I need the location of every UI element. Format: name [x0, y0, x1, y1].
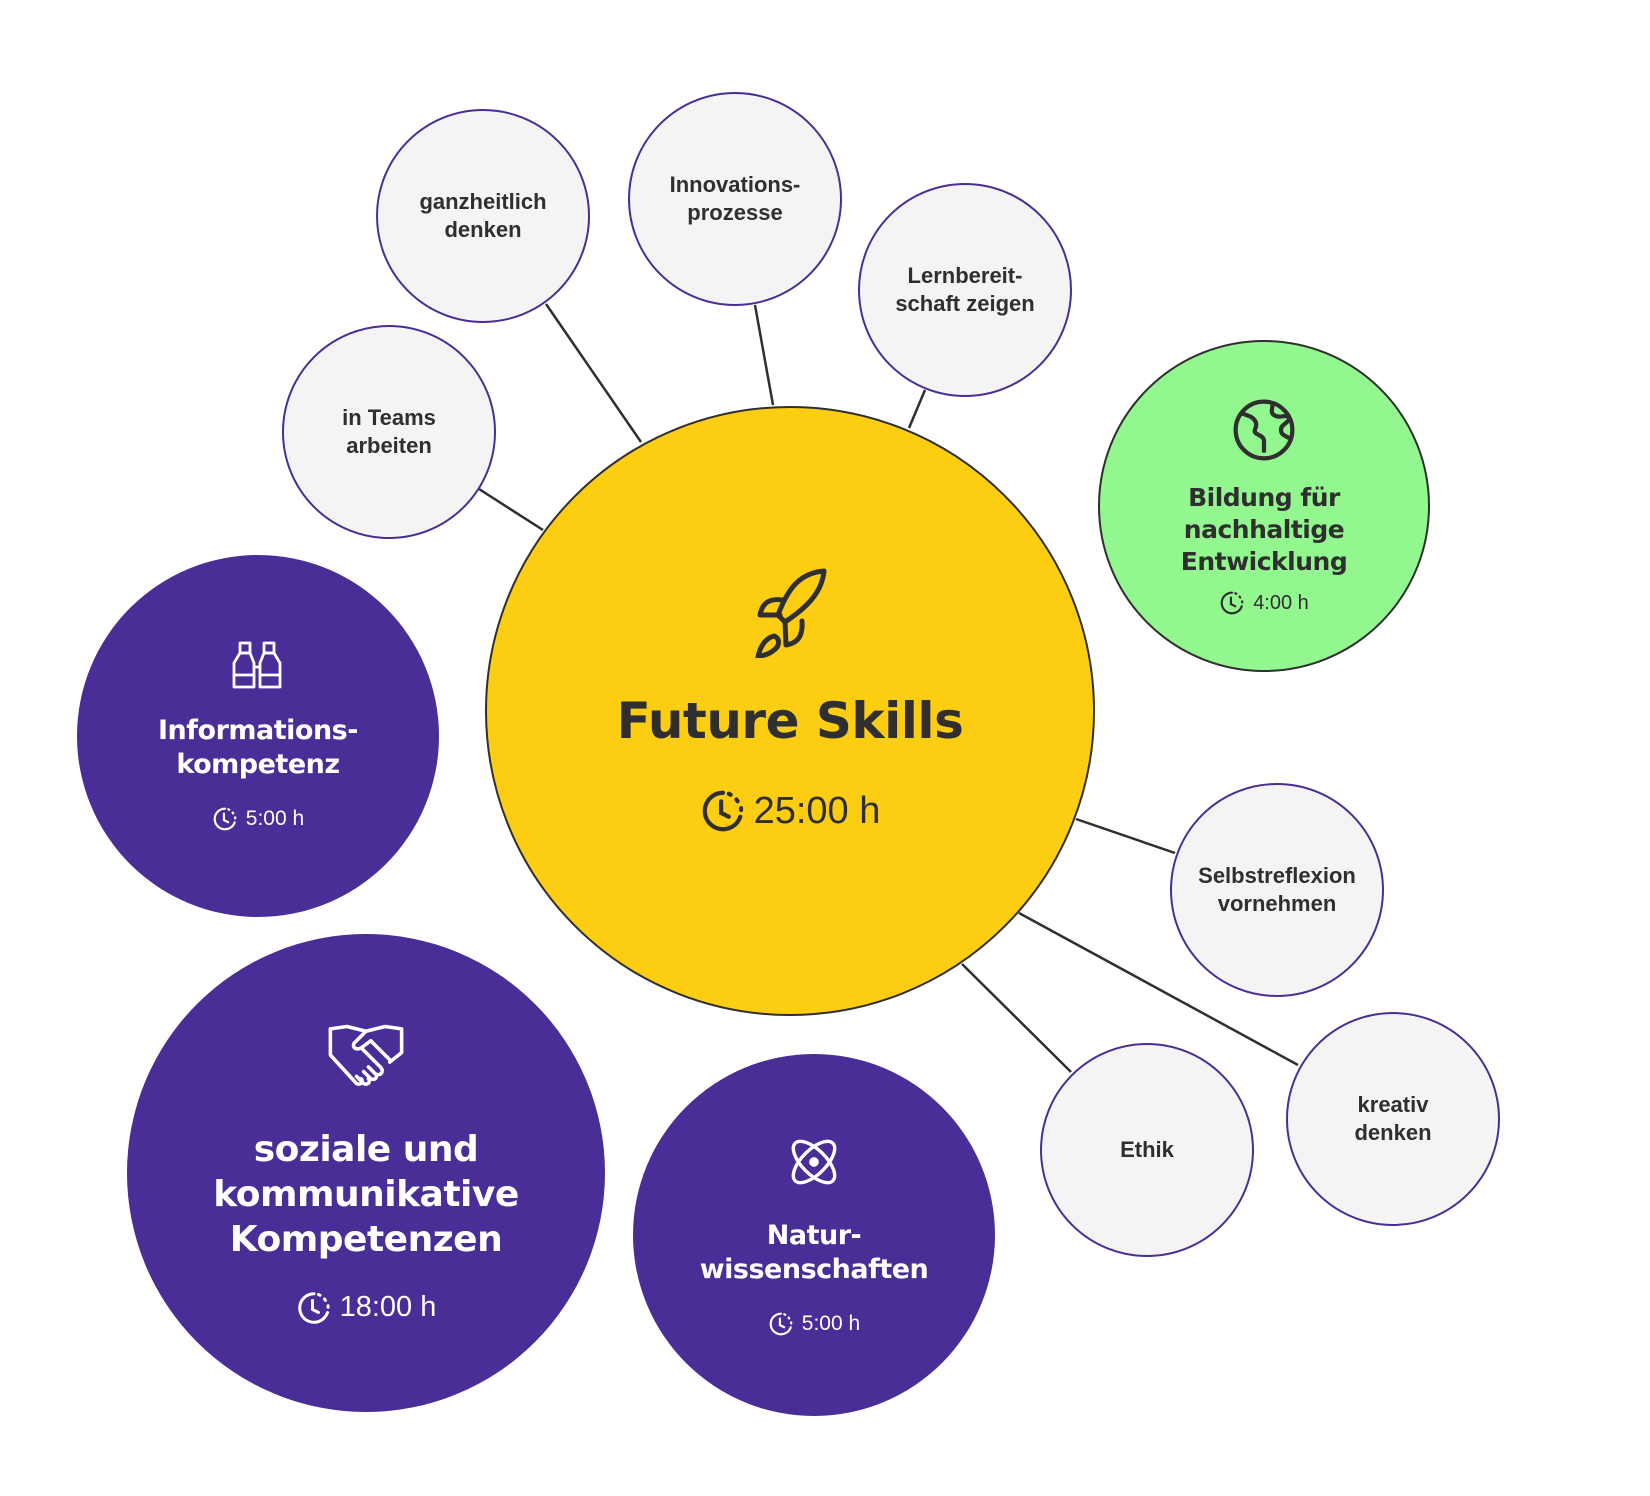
connector-line	[544, 303, 643, 443]
skill-ganzheitlich-denken[interactable]: ganzheitlich denken	[376, 109, 590, 323]
duration-text: 4:00 h	[1253, 591, 1309, 614]
skill-label: kreativ denken	[1354, 1092, 1432, 1145]
skill-label: ganzheitlich denken	[419, 189, 547, 242]
future-skills-circle[interactable]: Future Skills 25:00 h	[485, 406, 1095, 1016]
skill-ethik[interactable]: Ethik	[1040, 1043, 1254, 1257]
clock-icon	[768, 1311, 794, 1337]
connector-line	[1018, 911, 1299, 1067]
connector-line	[1075, 817, 1176, 855]
module-title: soziale und kommunikative Kompetenzen	[213, 1128, 519, 1260]
module-duration: 18:00 h	[296, 1290, 437, 1326]
module-title: Natur- wissenschaften	[699, 1220, 929, 1285]
center-title: Future Skills	[616, 692, 964, 750]
module-duration: 5:00 h	[768, 1311, 860, 1337]
duration-text: 5:00 h	[245, 807, 305, 830]
duration-text: 5:00 h	[801, 1312, 861, 1335]
module-soziale-kompetenzen[interactable]: soziale und kommunikative Kompetenzen 18…	[127, 934, 605, 1412]
skill-label: Innovations- prozesse	[669, 172, 801, 225]
module-informationskompetenz[interactable]: Informations- kompetenz 5:00 h	[77, 555, 439, 917]
connector-line	[907, 389, 927, 429]
globe-icon	[1230, 396, 1298, 464]
skill-label: Selbstreflexion vornehmen	[1198, 863, 1356, 916]
module-duration: 4:00 h	[1219, 590, 1309, 616]
skill-kreativ-denken[interactable]: kreativ denken	[1286, 1012, 1500, 1226]
skill-label: Lernbereit- schaft zeigen	[895, 263, 1035, 316]
skill-selbstreflexion[interactable]: Selbstreflexion vornehmen	[1170, 783, 1384, 997]
skill-innovationsprozesse[interactable]: Innovations- prozesse	[628, 92, 842, 306]
duration-text: 25:00 h	[753, 789, 881, 832]
rocket-icon	[740, 558, 840, 658]
clock-icon	[296, 1290, 332, 1326]
skill-in-teams-arbeiten[interactable]: in Teams arbeiten	[282, 325, 496, 539]
binoculars-icon	[230, 640, 286, 690]
module-title: Bildung für nachhaltige Entwicklung	[1180, 483, 1348, 576]
module-bne[interactable]: Bildung für nachhaltige Entwicklung 4:00…	[1098, 340, 1430, 672]
clock-icon	[1219, 590, 1245, 616]
handshake-icon	[328, 1021, 404, 1089]
atom-icon	[785, 1133, 843, 1191]
clock-icon	[212, 806, 238, 832]
connector-line	[478, 487, 544, 532]
duration-text: 18:00 h	[339, 1291, 437, 1323]
skill-label: Ethik	[1120, 1137, 1174, 1162]
clock-icon	[700, 788, 746, 834]
skill-lernbereitschaft[interactable]: Lernbereit- schaft zeigen	[858, 183, 1072, 397]
module-naturwissenschaften[interactable]: Natur- wissenschaften 5:00 h	[633, 1054, 995, 1416]
skill-label: in Teams arbeiten	[342, 405, 436, 458]
connector-line	[961, 963, 1072, 1073]
center-duration: 25:00 h	[700, 788, 881, 834]
module-title: Informations- kompetenz	[158, 715, 358, 780]
connector-line	[753, 304, 775, 406]
module-duration: 5:00 h	[212, 806, 304, 832]
